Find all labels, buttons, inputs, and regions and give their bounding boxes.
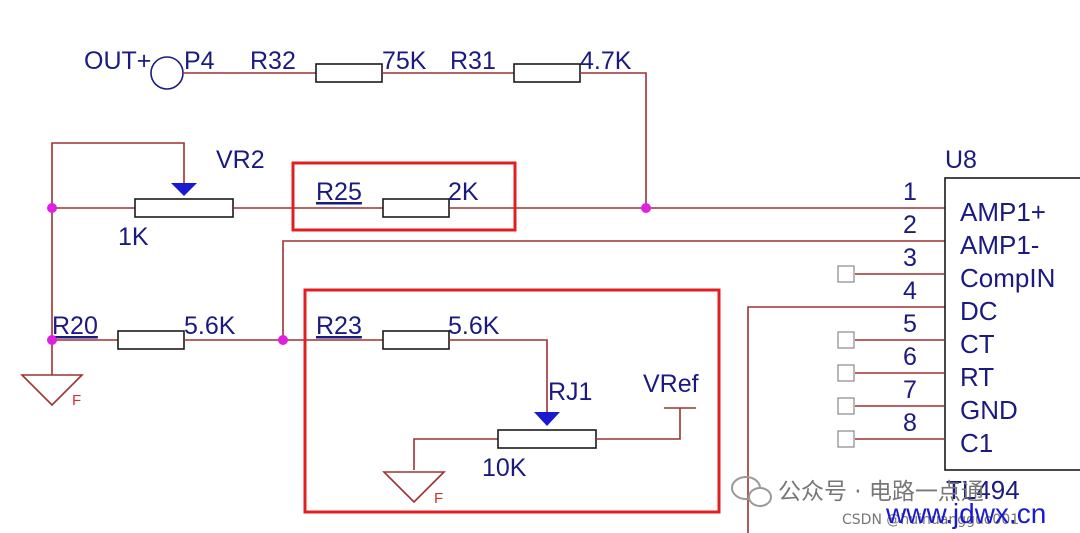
label-r25: R25: [316, 178, 362, 206]
out-connector-circle: [150, 56, 184, 90]
ic-pin-number: 3: [903, 244, 917, 272]
resistor-r31: [513, 63, 581, 83]
watermark-wechat: 公众号 · 电路一点通: [778, 479, 984, 505]
ic-pin-name: C1: [960, 428, 993, 458]
ic-pin-number: 8: [903, 409, 917, 437]
label-rj1: RJ1: [548, 378, 592, 406]
ic-pin-stubs: [837, 265, 945, 448]
label-out-plus: OUT+: [84, 47, 151, 75]
potentiometer-rj1: [497, 429, 597, 449]
label-r31-value: 4.7K: [580, 47, 632, 75]
ic-pin-number: 4: [903, 277, 917, 305]
label-r23: R23: [316, 312, 362, 340]
highlight-box-r25: [291, 161, 517, 232]
resistor-r25: [382, 198, 450, 218]
rj1-network: [382, 407, 696, 504]
ic-pin-name: CompIN: [960, 263, 1055, 293]
label-r23-value: 5.6K: [448, 312, 500, 340]
vr2-wiper-arrow: [171, 183, 197, 196]
rj1-wiper-arrow: [534, 412, 560, 426]
label-p4: P4: [184, 47, 215, 75]
label-ground-left: F: [72, 392, 81, 409]
resistor-r32: [315, 63, 383, 83]
ic-pin-name: GND: [960, 395, 1018, 425]
vr2-network: [51, 142, 945, 338]
ic-pin-number: 2: [903, 211, 917, 239]
dc-pin-wire: [747, 306, 945, 533]
ground-symbol-rj1: [382, 471, 446, 504]
ic-pin-number: 6: [903, 343, 917, 371]
resistor-r20: [117, 330, 185, 350]
label-rj1-value: 10K: [482, 454, 527, 482]
label-r20-value: 5.6K: [184, 312, 236, 340]
top-chain: [150, 56, 647, 208]
watermark-csdn: CSDN @huihuangguo001: [842, 512, 1019, 528]
label-r31: R31: [450, 47, 496, 75]
label-r25-value: 2K: [448, 178, 479, 206]
ic-pin-number: 7: [903, 376, 917, 404]
ic-body: [944, 177, 1080, 471]
label-vr2-value: 1K: [118, 223, 149, 251]
label-r32-value: 75K: [382, 47, 427, 75]
ic-pin-name: RT: [960, 362, 994, 392]
ic-pin-number: 1: [903, 178, 917, 206]
label-ground-rj1: F: [434, 490, 443, 507]
ic-pin-name: AMP1+: [960, 197, 1046, 227]
junction-dot: [278, 335, 288, 345]
label-r32: R32: [250, 47, 296, 75]
wechat-watermark: 公众号 · 电路一点通: [731, 476, 984, 507]
ic-pin-number: 5: [903, 310, 917, 338]
ic-u8: [944, 177, 1080, 471]
label-vr2: VR2: [216, 146, 265, 174]
watermark-site: www.jdwx.cn: [885, 498, 1046, 529]
ic-pin-name: CT: [960, 329, 995, 359]
resistor-r23: [382, 330, 450, 350]
ground-symbol-left: [20, 374, 84, 407]
label-ic-name: TL494: [946, 475, 1020, 505]
label-u8: U8: [945, 146, 977, 174]
junction-dot: [47, 203, 57, 213]
ic-pin-name: DC: [960, 296, 998, 326]
label-r20: R20: [52, 312, 98, 340]
label-vref: VRef: [643, 370, 699, 398]
junction-dot: [47, 335, 57, 345]
junction-dot: [641, 203, 651, 213]
potentiometer-vr2: [134, 198, 234, 218]
ic-pin-name: AMP1-: [960, 230, 1039, 260]
highlight-box-r23-rj1: [303, 288, 721, 514]
